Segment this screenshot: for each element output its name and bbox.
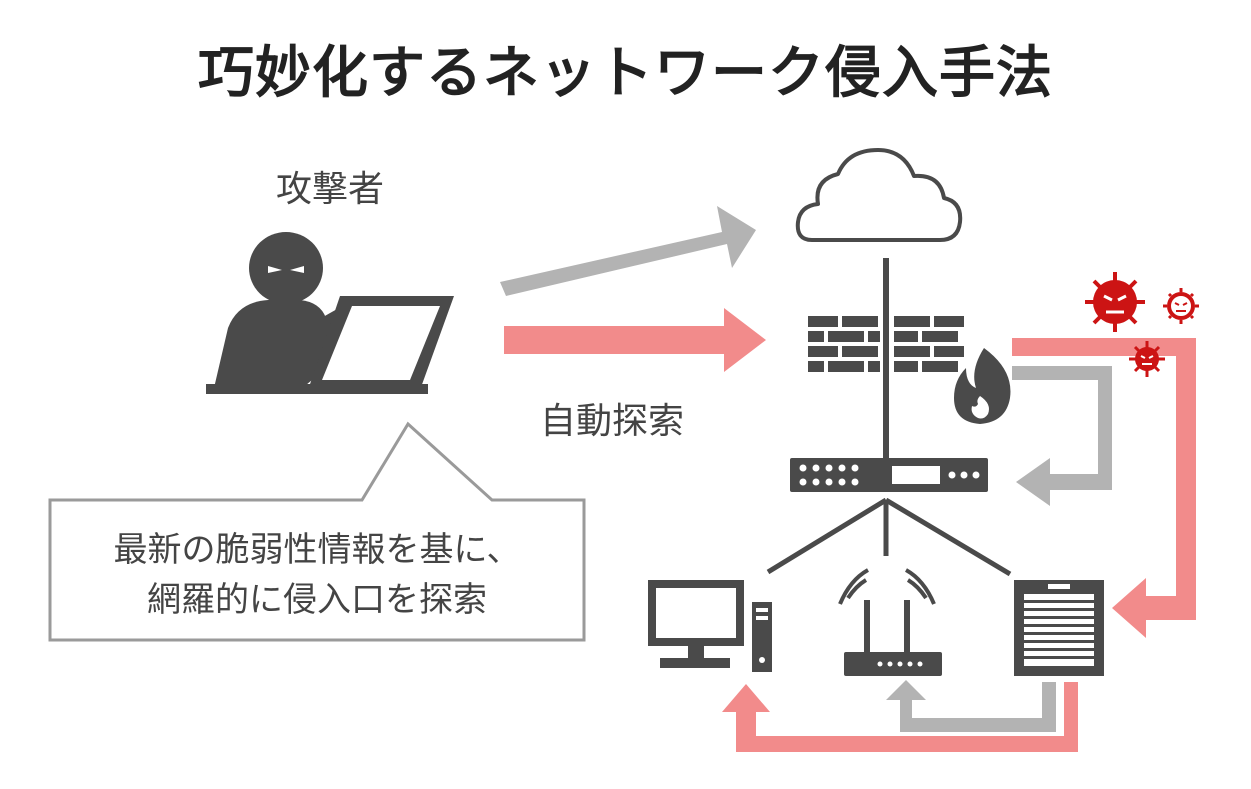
page-title: 巧妙化するネットワーク侵入手法	[198, 41, 1053, 106]
speech-bubble	[48, 421, 586, 642]
gray-return-arrow	[1012, 366, 1112, 506]
virus-icon-large	[1085, 272, 1145, 332]
red-arrow-to-pc	[722, 682, 1078, 752]
gray-arrow-to-cloud	[500, 206, 756, 296]
gray-arrow-to-router	[886, 680, 1056, 732]
red-arrow-to-firewall	[504, 308, 766, 372]
bubble-text-line-2: 網羅的に侵入口を探索	[147, 580, 487, 620]
auto-search-label: 自動探索	[540, 401, 685, 442]
wifi-router-icon	[838, 568, 942, 676]
virus-icon-small-outline	[1163, 288, 1199, 324]
desktop-pc-icon	[648, 580, 772, 672]
cloud-icon	[795, 148, 963, 242]
firewall-icon	[808, 316, 964, 372]
server-icon	[1014, 580, 1104, 676]
network-switch-icon	[790, 458, 988, 492]
network-line	[883, 258, 889, 458]
branch-lines	[766, 497, 1012, 577]
virus-icon-small	[1129, 341, 1165, 377]
attacker-label: 攻撃者	[276, 169, 385, 210]
red-bypass-arrow	[1012, 338, 1196, 638]
attacker-icon	[206, 232, 454, 394]
bubble-text-line-1: 最新の脆弱性情報を基に、	[113, 530, 521, 570]
flame-icon	[954, 348, 1011, 424]
